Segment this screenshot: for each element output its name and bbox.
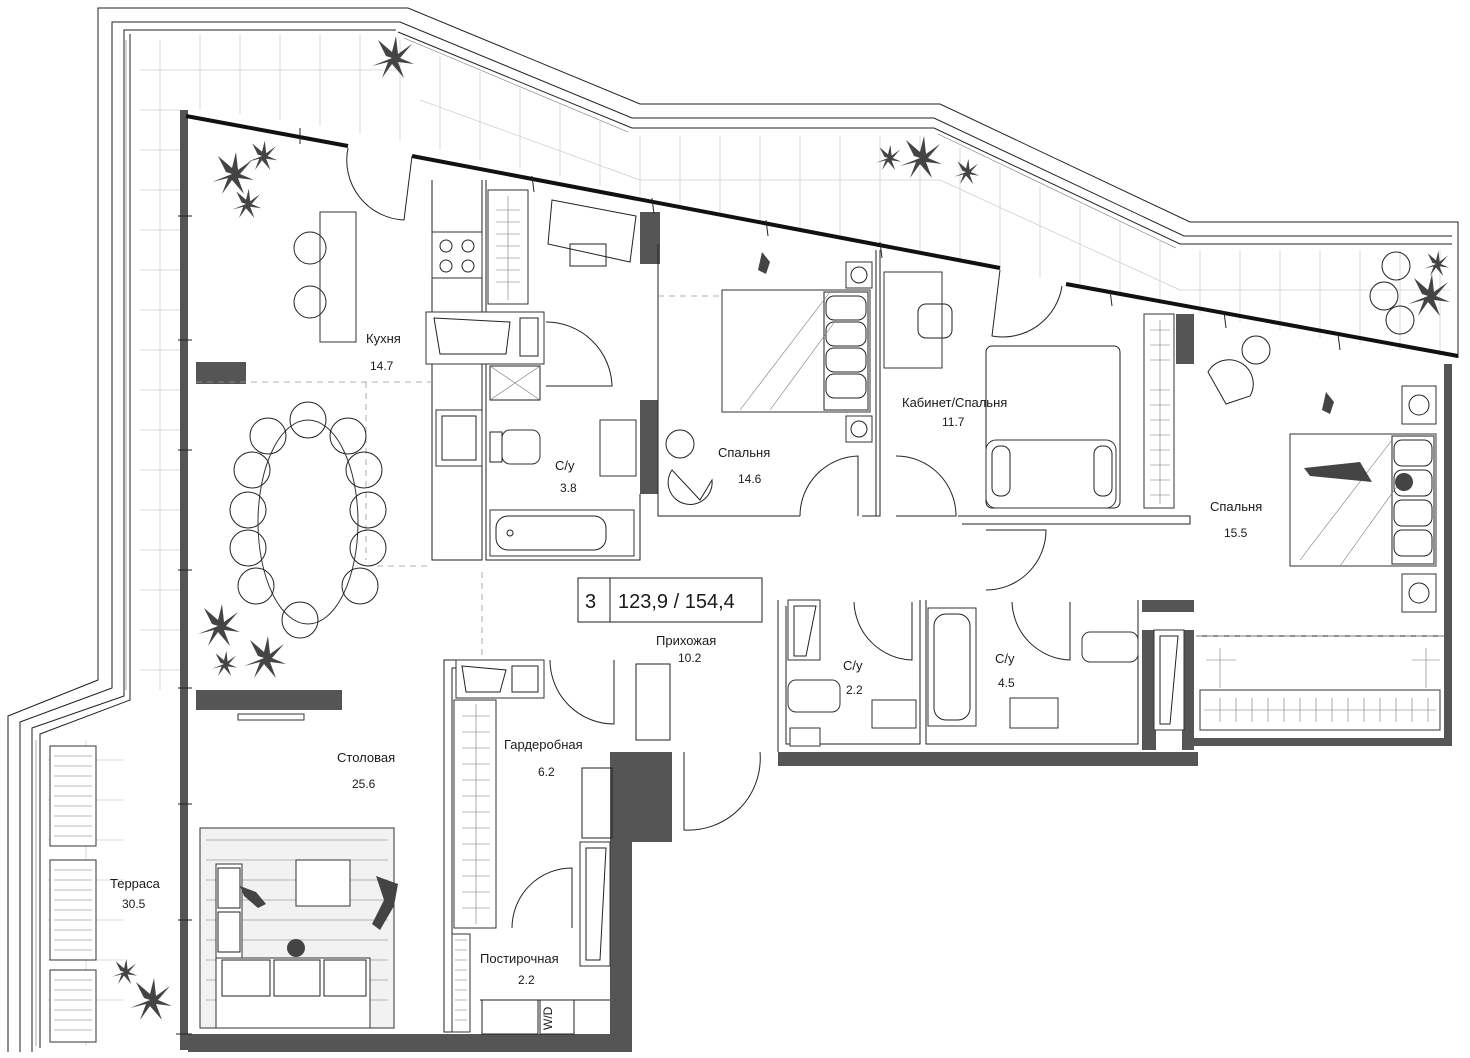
terrace-loungers	[49, 251, 1415, 1043]
room-name-laundry: Постирочная	[480, 951, 559, 966]
room-name-bathroom3: С/у	[995, 651, 1015, 666]
plants	[112, 36, 1450, 1020]
room-area-bathroom3: 4.5	[998, 676, 1015, 690]
room-area-bedroom2: 15.5	[1224, 526, 1248, 540]
door-swing-icon	[346, 147, 413, 221]
area-total: 123,9 / 154,4	[618, 591, 735, 613]
room-area-laundry: 2.2	[518, 973, 535, 987]
room-area-hallway: 10.2	[678, 651, 702, 665]
study-furniture	[758, 252, 1175, 509]
washer-label: W/D	[541, 1006, 555, 1030]
dining-table	[229, 401, 387, 639]
bathroom1-fixtures	[489, 365, 637, 557]
room-name-bathroom1: С/у	[555, 458, 575, 473]
room-name-bedroom2: Спальня	[1210, 499, 1262, 514]
wardrobe-laundry	[451, 659, 671, 1035]
walls	[180, 110, 1459, 1052]
rooms-count: 3	[585, 591, 596, 613]
bathrooms-fixtures	[787, 599, 1185, 747]
facade-ticks	[176, 128, 1341, 1035]
room-name-bedroom1: Спальня	[718, 445, 770, 460]
room-labels: Кухня 14.7 С/у 3.8 Спальня 14.6 Кабинет/…	[110, 331, 1262, 1030]
room-area-study: 11.7	[942, 415, 965, 429]
room-name-bathroom2: С/у	[843, 658, 863, 673]
room-area-bathroom2: 2.2	[846, 683, 863, 697]
doors	[346, 147, 1071, 929]
bedroom1-furniture	[487, 189, 873, 505]
living-furniture	[199, 713, 398, 1029]
sink-icon	[435, 409, 483, 467]
room-area-dining: 25.6	[352, 777, 376, 791]
room-area-bathroom1: 3.8	[560, 481, 577, 495]
room-name-dining: Столовая	[337, 750, 395, 765]
bathtub-icon	[489, 509, 635, 557]
room-area-wardrobe: 6.2	[538, 765, 555, 779]
room-area-terrace: 30.5	[122, 897, 146, 911]
kitchen-furniture	[293, 211, 545, 467]
room-name-kitchen: Кухня	[366, 331, 401, 346]
room-area-kitchen: 14.7	[370, 359, 394, 373]
plant-icon	[212, 152, 254, 194]
room-area-bedroom1: 14.6	[738, 472, 762, 486]
terrace-outline	[7, 7, 1459, 1052]
apartment-info: 3 123,9 / 154,4	[577, 577, 763, 623]
room-name-hallway: Прихожая	[656, 633, 716, 648]
room-name-terrace: Терраса	[110, 876, 161, 891]
bedroom2-furniture	[1199, 335, 1441, 731]
toilet-icon	[501, 429, 541, 465]
kitchen-island	[319, 211, 357, 343]
room-name-wardrobe: Гардеробная	[504, 737, 583, 752]
room-name-study: Кабинет/Спальня	[902, 395, 1007, 410]
bed-icon	[721, 289, 871, 413]
